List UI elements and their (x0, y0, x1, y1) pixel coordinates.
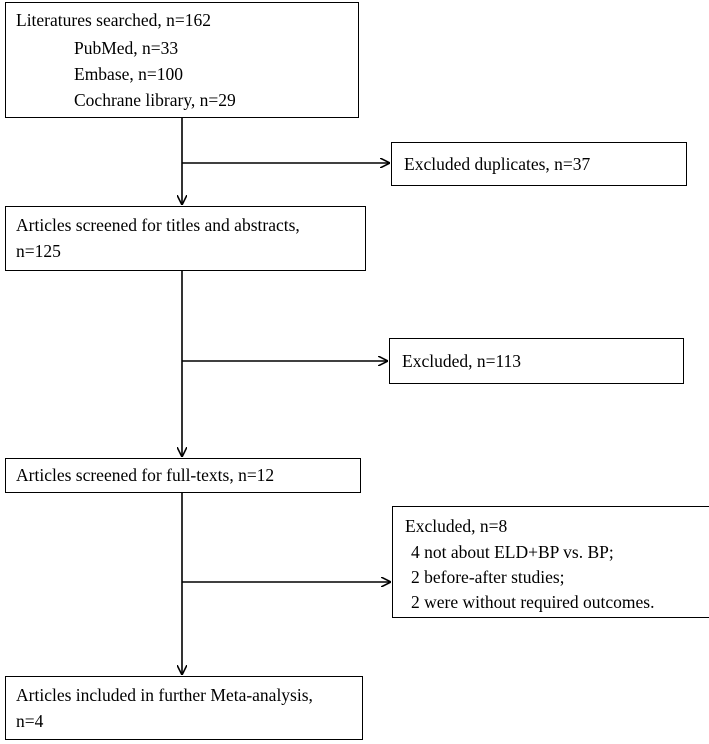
source-pubmed: PubMed, n=33 (74, 38, 179, 58)
screened-titles-line2: n=125 (16, 241, 61, 261)
excluded-reasons-box: Excluded, n=8 4 not about ELD+BP vs. BP;… (392, 506, 709, 618)
duplicates-text: Excluded duplicates, n=37 (404, 154, 591, 174)
included-meta-analysis-box: Articles included in further Meta-analys… (5, 676, 363, 740)
included-line1: Articles included in further Meta-analys… (16, 685, 313, 705)
screened-titles-box: Articles screened for titles and abstrac… (5, 206, 366, 271)
source-embase: Embase, n=100 (74, 64, 184, 84)
search-title: Literatures searched, n=162 (16, 10, 211, 30)
included-line2: n=4 (16, 711, 44, 731)
source-cochrane: Cochrane library, n=29 (74, 90, 236, 110)
excluded-113-text: Excluded, n=113 (402, 351, 522, 371)
literatures-searched-box: Literatures searched, n=162 PubMed, n=33… (5, 2, 359, 118)
screened-titles-line1: Articles screened for titles and abstrac… (16, 215, 300, 235)
screened-fulltext-box: Articles screened for full-texts, n=12 (5, 458, 361, 493)
excluded-113-box: Excluded, n=113 (389, 338, 684, 384)
excluded-duplicates-box: Excluded duplicates, n=37 (391, 142, 687, 186)
reason-1: 4 not about ELD+BP vs. BP; (411, 542, 614, 562)
reason-3: 2 were without required outcomes. (411, 592, 655, 612)
reason-2: 2 before-after studies; (411, 567, 565, 587)
excluded-8-title: Excluded, n=8 (405, 516, 508, 536)
screened-fulltext-text: Articles screened for full-texts, n=12 (16, 465, 275, 485)
